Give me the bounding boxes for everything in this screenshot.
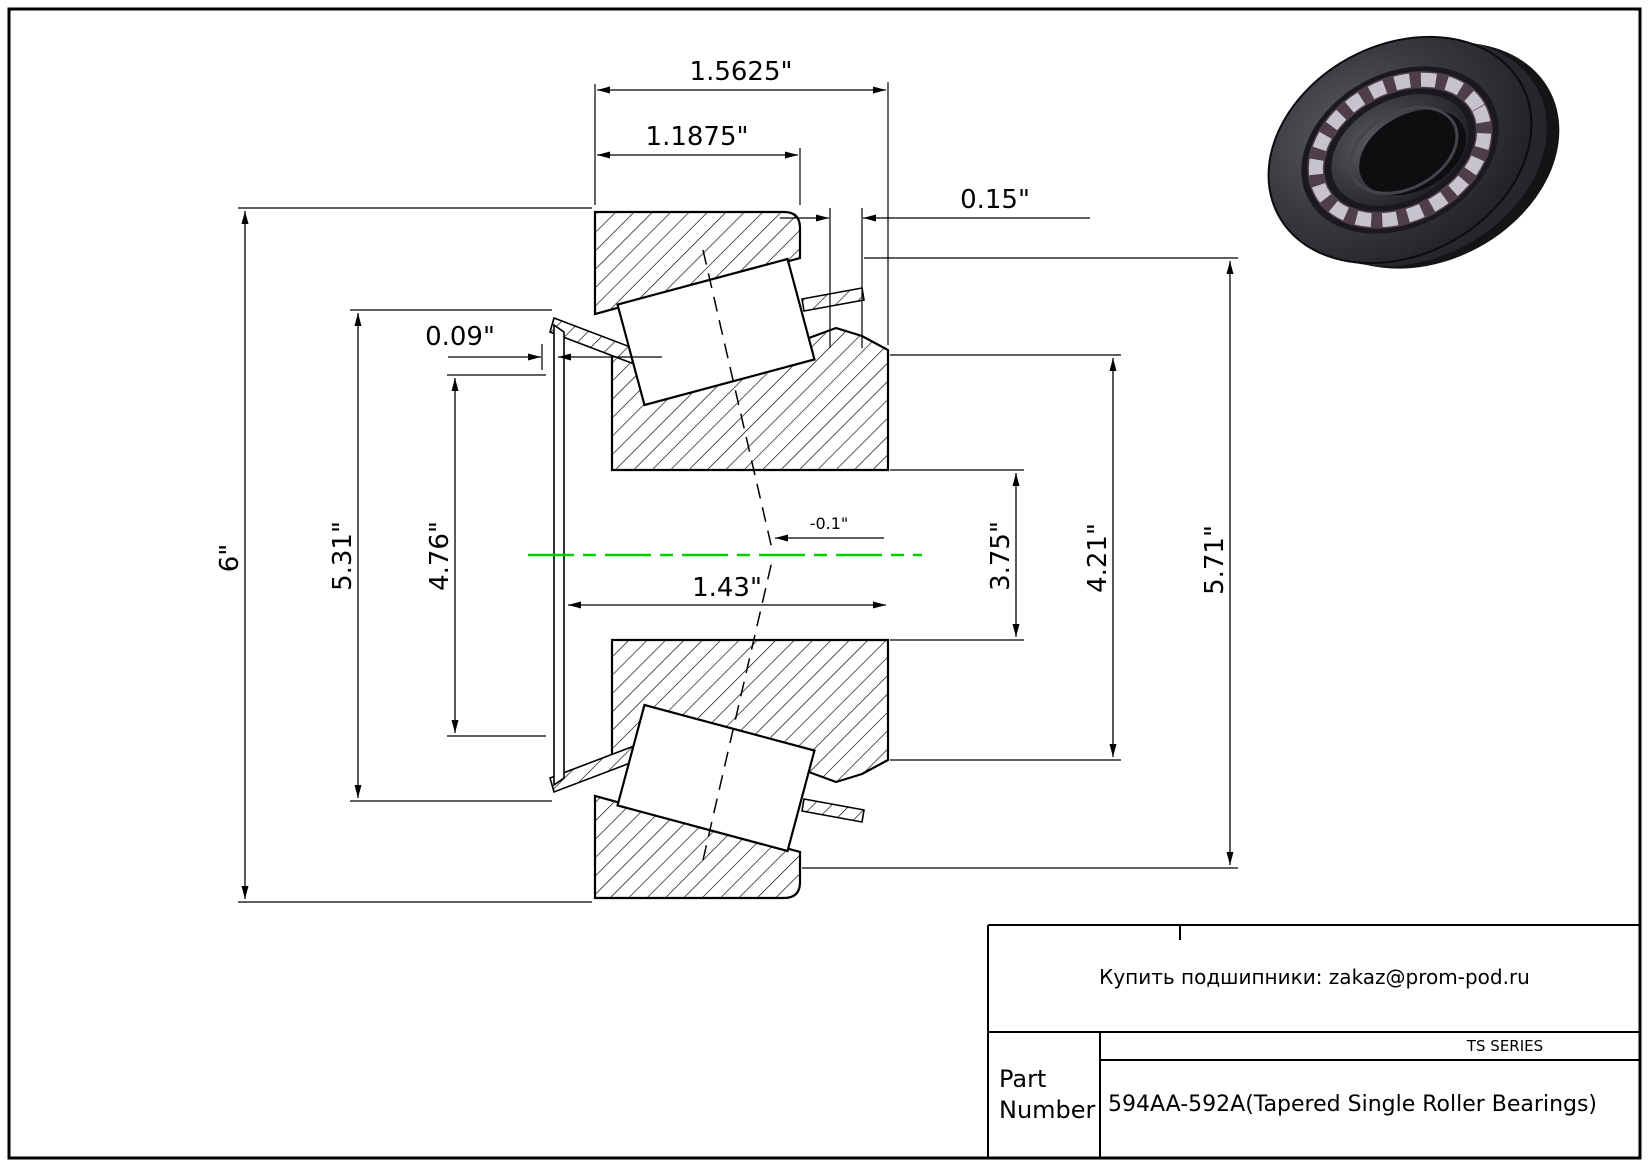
bearing-3d-render [1267, 35, 1560, 269]
dim-cage-lip-label: 0.09" [425, 322, 495, 352]
dim-cone-width-label: 1.1875" [646, 122, 749, 152]
extension-lines [238, 82, 1238, 903]
dim-421-label: 4.21" [1083, 523, 1113, 593]
title-block-frame [987, 924, 1641, 1159]
roller-axis-lines [702, 249, 773, 861]
dimension-lines [241, 86, 1234, 899]
dim-476-label: 4.76" [425, 521, 455, 591]
dim-outer-diameter-label: 6" [215, 544, 245, 573]
sheet-border [7, 7, 1642, 1160]
cage-sliver-bottom-right [801, 798, 865, 823]
roller-bottom [616, 703, 816, 853]
dim-bore-label: 3.75" [986, 521, 1016, 591]
part-number-value: 594AA-592A(Tapered Single Roller Bearing… [1108, 1092, 1598, 1117]
cup-bottom-section [593, 794, 802, 900]
bearing-cross-section [593, 210, 890, 900]
part-number-label: Part Number [999, 1065, 1096, 1125]
dim-overall-width-label: 1.5625" [690, 57, 793, 87]
contact-email-text: Купить подшипники: zakaz@prom-pod.ru [1099, 965, 1530, 989]
dimension-labels: 1.5625" 1.1875" 0.15" 0.09" 1.43" -0.1" … [215, 57, 1230, 603]
cage-sections [549, 287, 865, 823]
dim-inner-width-label: 1.43" [692, 573, 762, 603]
bearing-3d-bore [1359, 109, 1466, 196]
dim-protrusion-label: 0.15" [960, 185, 1030, 215]
cage-sliver-top-right [801, 287, 865, 312]
roller-top [616, 257, 816, 407]
dim-531-label: 5.31" [328, 521, 358, 591]
dim-571-label: 5.71" [1200, 525, 1230, 595]
dim-apex-offset-label: -0.1" [810, 514, 849, 533]
series-label: TS SERIES [1466, 1037, 1544, 1055]
